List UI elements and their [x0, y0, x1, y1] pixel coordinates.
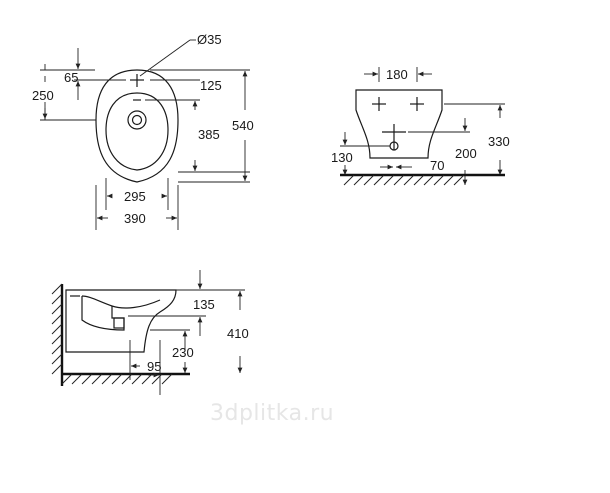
drain-outer — [127, 110, 147, 130]
drain-inner — [131, 114, 143, 126]
side-view: 135 410 230 95 — [51, 270, 249, 395]
dim-250: 250 — [32, 88, 54, 103]
wall-hatch — [51, 283, 63, 375]
floor-hatch-front — [343, 174, 465, 186]
front-view: 180 330 200 130 70 — [331, 67, 510, 186]
dim-95: 95 — [147, 359, 161, 374]
dim-hole-diameter: Ø35 — [197, 32, 222, 47]
dim-410: 410 — [227, 326, 249, 341]
watermark: 3dplitka.ru — [210, 401, 334, 426]
front-outline — [355, 89, 443, 159]
dim-200: 200 — [455, 146, 477, 161]
dim-70: 70 — [430, 158, 444, 173]
dim-385: 385 — [198, 127, 220, 142]
bidet-inner-bowl — [105, 92, 169, 171]
top-view: Ø35 65 250 125 385 540 295 — [32, 32, 254, 230]
dim-135: 135 — [193, 297, 215, 312]
dim-125: 125 — [200, 78, 222, 93]
floor-hatch-side — [61, 373, 173, 385]
side-outline — [65, 289, 177, 353]
dim-330: 330 — [488, 134, 510, 149]
dim-130: 130 — [331, 150, 353, 165]
dim-390: 390 — [124, 211, 146, 226]
dim-540: 540 — [232, 118, 254, 133]
dim-230: 230 — [172, 345, 194, 360]
dim-65: 65 — [64, 70, 78, 85]
side-bowl — [81, 295, 161, 309]
dim-180: 180 — [386, 67, 408, 82]
bidet-outline — [95, 69, 179, 183]
dim-295: 295 — [124, 189, 146, 204]
